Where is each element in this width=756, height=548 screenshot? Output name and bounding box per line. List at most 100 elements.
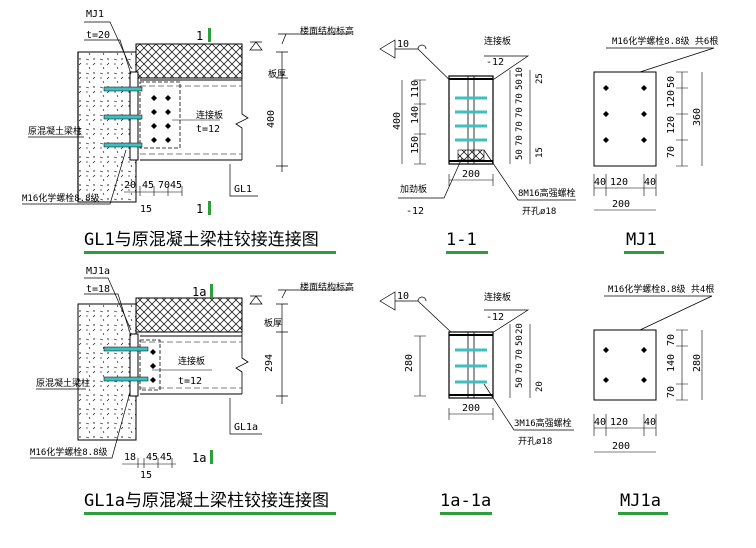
svg-text:150: 150 — [410, 136, 421, 154]
svg-text:70: 70 — [515, 349, 525, 360]
svg-text:200: 200 — [612, 441, 630, 452]
conn-plate-label: 连接板 — [196, 109, 223, 121]
roof-elev-label: 楼面结构标高 — [300, 25, 354, 37]
svg-text:70: 70 — [666, 334, 677, 346]
svg-text:70: 70 — [515, 121, 525, 132]
embed-plate-a — [129, 333, 139, 397]
svg-text:50: 50 — [515, 149, 525, 160]
svg-text:40: 40 — [644, 177, 656, 188]
mj1-plate-detail: M16化学螺栓8.8级 共6根 50 120 120 70 360 40 120… — [593, 35, 718, 211]
gl1-elevation: 1 1 MJ1 t=20 原混凝土梁柱 连接板 t=12 楼面结构标高 板厚 4… — [22, 9, 354, 216]
svg-text:开孔ø18: 开孔ø18 — [518, 436, 552, 447]
svg-text:120: 120 — [610, 417, 628, 428]
concrete-column — [77, 51, 137, 203]
svg-text:40: 40 — [594, 177, 606, 188]
mj1-tag: MJ1 — [86, 9, 104, 20]
svg-text:20: 20 — [124, 180, 136, 191]
slab-thick-label: 板厚 — [268, 68, 286, 80]
mj1-plate — [593, 71, 657, 167]
svg-text:120: 120 — [666, 90, 677, 108]
svg-text:10: 10 — [397, 39, 409, 50]
svg-text:50: 50 — [515, 79, 525, 90]
section-1-1-title: 1-1 — [446, 230, 477, 250]
svg-text:10: 10 — [397, 291, 409, 302]
svg-text:45: 45 — [142, 180, 154, 191]
gl1a-tag: GL1a — [234, 422, 258, 433]
svg-text:400: 400 — [392, 112, 403, 130]
svg-text:20: 20 — [535, 381, 545, 392]
svg-text:25: 25 — [535, 73, 545, 84]
svg-text:-12: -12 — [486, 57, 504, 68]
sec-a-conn-plate-label: 连接板 — [484, 291, 511, 303]
svg-text:200: 200 — [462, 169, 480, 180]
chem-bolt-label-a: M16化学螺栓8.8级 — [30, 446, 108, 458]
sec-conn-plate-label: 连接板 — [484, 35, 511, 47]
mj1-note: M16化学螺栓8.8级 共6根 — [612, 35, 718, 47]
chemical-bolts — [103, 86, 143, 148]
svg-text:-12: -12 — [486, 312, 504, 323]
stiffener-label: 加劲板 — [400, 183, 427, 195]
svg-text:45: 45 — [160, 452, 172, 463]
svg-text:10: 10 — [515, 67, 525, 78]
svg-text:70: 70 — [515, 107, 525, 118]
floor-slab — [135, 43, 243, 79]
gl1a-depth: 294 — [264, 354, 275, 372]
svg-text:140: 140 — [666, 354, 677, 372]
svg-text:110: 110 — [410, 80, 421, 98]
svg-text:120: 120 — [610, 177, 628, 188]
svg-text:280: 280 — [692, 354, 703, 372]
orig-column-label-a: 原混凝土梁柱 — [36, 377, 90, 389]
mj1a-plate-detail: M16化学螺栓8.8级 共4根 70 140 70 280 40 120 40 … — [593, 283, 714, 453]
svg-text:70: 70 — [515, 363, 525, 374]
mj1a-note: M16化学螺栓8.8级 共4根 — [608, 283, 714, 295]
beam-section — [448, 75, 494, 165]
section-1a-1a-title: 1a-1a — [440, 491, 491, 511]
gl1a-title: GL1a与原混凝土梁柱铰接连接图 — [84, 491, 329, 511]
svg-text:200: 200 — [462, 403, 480, 414]
svg-text:200: 200 — [612, 199, 630, 210]
gl1-depth: 400 — [266, 110, 277, 128]
chem-bolt-label: M16化学螺栓8.8级 — [22, 192, 100, 204]
svg-text:开孔ø18: 开孔ø18 — [522, 206, 556, 217]
mj1a-tag: MJ1a — [86, 266, 110, 277]
svg-text:15: 15 — [140, 470, 152, 481]
connection-plate — [139, 81, 181, 149]
svg-text:-12: -12 — [406, 206, 424, 217]
gl1-tag: GL1 — [234, 184, 252, 195]
gl1-title: GL1与原混凝土梁柱铰接连接图 — [84, 230, 319, 250]
gl1a-elevation: 1a 1a MJ1a t=18 原混凝土梁柱 连接板 t=12 楼面结构标高 板… — [30, 266, 354, 481]
conn-plate-t: t=12 — [196, 124, 220, 135]
svg-text:360: 360 — [692, 108, 703, 126]
svg-text:70: 70 — [158, 180, 170, 191]
section-mark-bottom: 1 — [196, 202, 203, 216]
section-mark-a-bottom: 1a — [192, 451, 206, 465]
svg-text:120: 120 — [666, 116, 677, 134]
slab-thick-label-a: 板厚 — [264, 317, 282, 329]
mj1a-title: MJ1a — [620, 491, 661, 511]
conn-plate-label-a: 连接板 — [178, 355, 205, 367]
svg-text:15: 15 — [535, 147, 545, 158]
svg-text:140: 140 — [410, 106, 421, 124]
svg-text:18: 18 — [124, 452, 136, 463]
hs-bolt-label: 8M16高强螺栓 — [518, 187, 576, 199]
svg-text:40: 40 — [644, 417, 656, 428]
concrete-column-a — [77, 303, 137, 441]
svg-text:40: 40 — [594, 417, 606, 428]
svg-text:50: 50 — [666, 76, 677, 88]
svg-text:45: 45 — [170, 180, 182, 191]
floor-slab-a — [135, 297, 243, 333]
section-1a-1a: 10 连接板 -12 280 20 50 70 70 50 20 200 3M1… — [379, 291, 574, 447]
hs-bolt-marks — [151, 95, 171, 143]
svg-text:20: 20 — [515, 323, 525, 334]
svg-text:70: 70 — [515, 93, 525, 104]
connection-plate-a — [139, 339, 161, 391]
svg-text:50: 50 — [515, 377, 525, 388]
chemical-bolts-a — [103, 346, 149, 382]
conn-plate-t-a: t=12 — [178, 376, 202, 387]
svg-text:280: 280 — [404, 354, 415, 372]
svg-text:50: 50 — [515, 335, 525, 346]
roof-elev-label-a: 楼面结构标高 — [300, 281, 354, 293]
orig-column-label: 原混凝土梁柱 — [28, 125, 82, 137]
